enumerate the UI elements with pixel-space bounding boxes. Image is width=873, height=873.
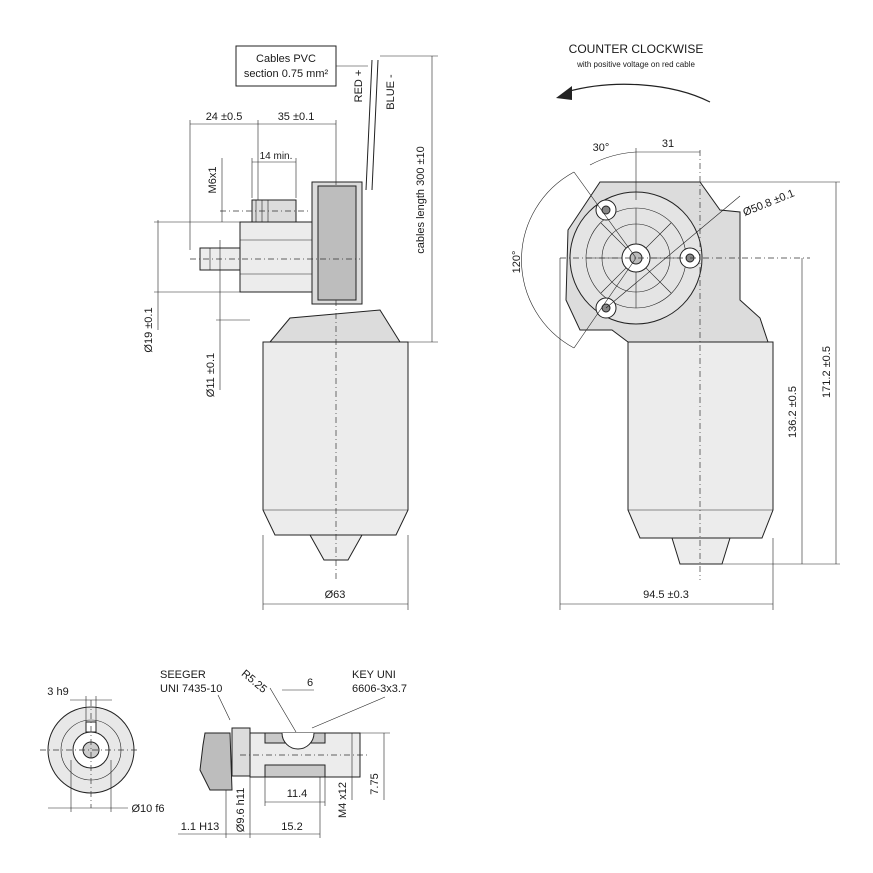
cables-label-line1: Cables PVC	[256, 53, 316, 65]
dim-14-min: 14 min.	[260, 151, 293, 162]
dim-d50-8: Ø50.8 ±0.1	[741, 187, 796, 218]
dim-94-5: 94.5 ±0.3	[643, 589, 689, 601]
dim-d9-6: Ø9.6 h11	[235, 788, 247, 832]
seeger-label-2: UNI 7435-10	[160, 683, 222, 695]
gearbox-neck-side	[268, 309, 401, 343]
flange-side	[239, 221, 313, 293]
shaft-section-view: SEEGER UNI 7435-10 R5.25 6 KEY UNI 6606-…	[160, 668, 407, 838]
cable-blue	[371, 59, 379, 191]
dim-35: 35 ±0.1	[278, 111, 315, 123]
dim-7-75: 7.75	[369, 773, 381, 794]
side-view: 24 ±0.5 35 ±0.1 14 min. M6x1 Ø19 ±0.1 Ø1…	[143, 45, 438, 610]
dim-31: 31	[662, 138, 674, 150]
key-label-2: 6606-3x3.7	[352, 683, 407, 695]
motor-body-front	[627, 341, 774, 539]
motor-endcap-front	[671, 537, 731, 565]
dim-d19: Ø19 ±0.1	[143, 307, 155, 352]
dim-m4x12: M4 x12	[337, 782, 349, 818]
dim-3h9: 3 h9	[47, 686, 68, 698]
wire-blue-label: BLUE -	[385, 74, 397, 110]
arc-120	[521, 171, 575, 349]
dim-d63: Ø63	[325, 589, 346, 601]
rotation-arrow-head	[556, 86, 572, 100]
seeger-ring	[199, 732, 233, 791]
dim-cable-length: cables length 300 ±10	[415, 146, 427, 254]
rotation-title: COUNTER CLOCKWISE	[569, 42, 704, 56]
dim-angle-30: 30°	[593, 142, 610, 154]
rotation-subtitle: with positive voltage on red cable	[576, 60, 695, 69]
dim-angle-120: 120°	[511, 251, 523, 274]
front-view: 120° 30° 31 Ø50.8 ±0.1 136.2 ±0.5 171.2 …	[511, 42, 840, 610]
key-label-1: KEY UNI	[352, 669, 396, 681]
dim-11-4: 11.4	[287, 788, 308, 800]
dim-15-2: 15.2	[281, 821, 302, 833]
wire-red-label: RED +	[353, 70, 365, 103]
dim-d10f6: Ø10 f6	[131, 803, 164, 815]
dim-24: 24 ±0.5	[206, 111, 243, 123]
dim-1-1-h13: 1.1 H13	[181, 821, 220, 833]
cables-label-box	[235, 45, 337, 87]
dim-d11: Ø11 ±0.1	[205, 353, 217, 397]
seeger-label-1: SEEGER	[160, 669, 206, 681]
dim-171-2: 171.2 ±0.5	[821, 346, 833, 398]
rotation-arrow	[565, 83, 711, 103]
cables-label-line2: section 0.75 mm²	[244, 68, 329, 80]
cable-red	[365, 59, 373, 191]
dim-r5-25: R5.25	[239, 668, 269, 696]
dim-136-2: 136.2 ±0.5	[787, 386, 799, 438]
shaft-end-view: 3 h9 Ø10 f6	[40, 686, 165, 815]
key-slot	[281, 732, 315, 750]
motor-body-side	[262, 341, 409, 536]
hub	[231, 727, 251, 777]
dim-m6: M6x1	[207, 167, 219, 194]
dim-6: 6	[307, 677, 313, 689]
